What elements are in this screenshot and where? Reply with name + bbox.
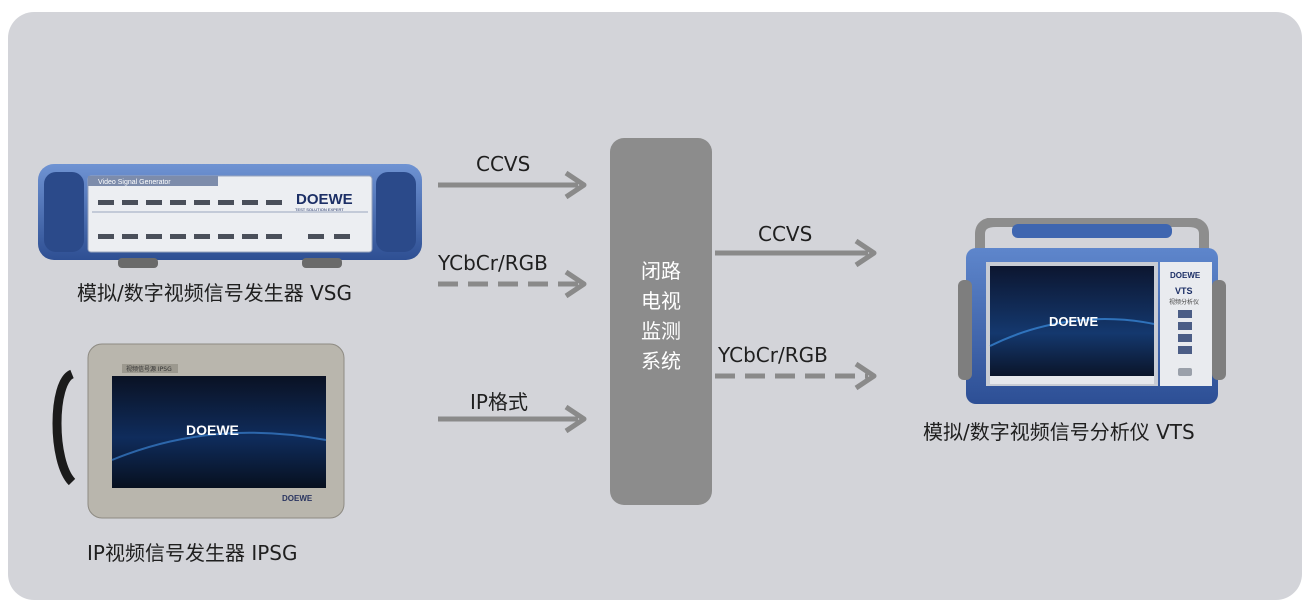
vts-model-sub: 视频分析仪 xyxy=(1169,298,1199,306)
vsg-button-row-1 xyxy=(98,200,282,205)
vts-screen-logo: DOEWE xyxy=(1049,314,1098,329)
ipsg-screen xyxy=(112,376,326,488)
vts-taskbar xyxy=(990,376,1154,384)
center-line-2: 电视 xyxy=(641,289,681,313)
center-line-1: 闭路 xyxy=(641,259,681,283)
center-line-3: 监测 xyxy=(641,319,681,343)
arrow-ycbcr-out xyxy=(715,361,877,391)
ipsg-device-image: 视频信号源 IPSG DOEWE DOEWE xyxy=(52,343,345,519)
vts-screen-swoosh xyxy=(989,318,1155,347)
vts-power-button xyxy=(1178,368,1192,376)
vts-left-guard xyxy=(958,280,972,380)
arrow-ccvs-in xyxy=(438,170,587,200)
vsg-device-image: Video Signal Generator DOEWE TEST SOLUTI… xyxy=(38,164,422,268)
signal-label-ycbcr-in: YCbCr/RGB xyxy=(438,251,548,275)
cctv-monitoring-system-box: 闭路 电视 监测 系统 xyxy=(610,138,712,505)
signal-label-ccvs-in: CCVS xyxy=(476,152,531,176)
vsg-title-strip xyxy=(88,176,218,186)
vts-port-stack xyxy=(1178,310,1192,354)
arrow-ycbcr-in xyxy=(438,269,587,299)
vts-handle xyxy=(975,218,1209,252)
vsg-front-panel xyxy=(87,175,373,253)
ipsg-screen-logo: DOEWE xyxy=(186,422,239,438)
vsg-right-handle xyxy=(376,172,416,252)
ipsg-screen-swoosh xyxy=(111,431,327,461)
vsg-caption: 模拟/数字视频信号发生器 VSG xyxy=(77,281,352,305)
signal-label-ccvs-out: CCVS xyxy=(758,222,813,246)
signal-label-ip-in: IP格式 xyxy=(470,390,528,414)
vts-handle-grip xyxy=(1012,224,1172,238)
center-line-4: 系统 xyxy=(641,349,681,373)
ipsg-top-label: 视频信号源 IPSG xyxy=(126,365,172,373)
vsg-left-handle xyxy=(44,172,84,252)
arrow-ccvs-out xyxy=(715,238,877,268)
ipsg-caption: IP视频信号发生器 IPSG xyxy=(87,541,298,565)
ipsg-top-label-box xyxy=(122,364,178,373)
arrow-ip-in xyxy=(438,404,587,434)
vts-model: VTS xyxy=(1175,286,1193,296)
ipsg-strap xyxy=(52,369,76,486)
vsg-foot-left xyxy=(118,258,158,268)
vsg-brand-logo: DOEWE xyxy=(296,191,353,208)
vts-right-guard xyxy=(1212,280,1226,380)
vsg-foot-right xyxy=(302,258,342,268)
ipsg-bezel-logo: DOEWE xyxy=(282,494,313,503)
vts-caption: 模拟/数字视频信号分析仪 VTS xyxy=(923,420,1195,444)
vts-device-image: DOEWE DOEWE VTS 视频分析仪 xyxy=(958,218,1226,404)
vsg-brand-tagline: TEST SOLUTION EXPERT xyxy=(295,207,344,212)
signal-label-ycbcr-out: YCbCr/RGB xyxy=(718,343,828,367)
vts-side-brand: DOEWE xyxy=(1170,271,1201,280)
vsg-button-row-2 xyxy=(98,234,350,239)
cctv-monitoring-system-label: 闭路 电视 监测 系统 xyxy=(610,256,712,376)
vsg-screen-title: Video Signal Generator xyxy=(98,179,171,186)
